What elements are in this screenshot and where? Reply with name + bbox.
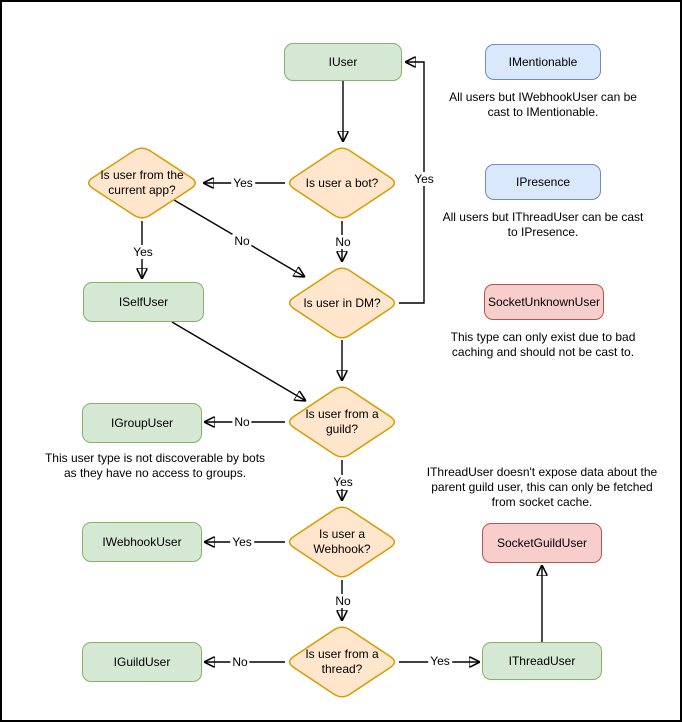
edge-label-bot-yes: Yes <box>231 176 255 190</box>
decision-is-user-from-thread-label: Is user from a thread? <box>305 647 379 676</box>
diamond-shape <box>87 147 197 219</box>
decision-is-user-in-dm: Is user in DM? <box>285 265 399 341</box>
node-iguilduser: IGuildUser <box>82 642 202 682</box>
edge-label-webhook-no: No <box>333 594 353 608</box>
edge-label-guild-yes: Yes <box>331 475 355 489</box>
note-igroupuser: This user type is not discoverable by bo… <box>44 451 266 480</box>
decision-is-user-from-thread: Is user from a thread? <box>285 624 399 700</box>
decision-is-user-a-bot: Is user a bot? <box>285 145 399 221</box>
node-imentionable: IMentionable <box>485 44 601 80</box>
diamond-shape <box>288 267 396 339</box>
node-ithreaduser-label: IThreadUser <box>508 653 576 668</box>
node-ithreaduser: IThreadUser <box>482 642 602 680</box>
decision-is-user-from-guild: Is user from a guild? <box>285 384 399 460</box>
edge-label-thread-no: No <box>230 655 250 669</box>
edge-label-current-app-yes: Yes <box>131 245 155 259</box>
edge-label-current-app-no: No <box>232 234 252 248</box>
note-socketunknownuser: This type can only exist due to bad cach… <box>450 330 636 359</box>
diamond-shape <box>288 147 396 219</box>
node-socketunknownuser: SocketUnknownUser <box>484 284 604 320</box>
node-iselfuser: ISelfUser <box>83 282 204 322</box>
node-iuser: IUser <box>284 43 402 81</box>
node-socketguilduser-label: SocketGuildUser <box>496 535 588 550</box>
decision-is-user-from-current-app-label: Is user from the current app? <box>100 168 184 197</box>
node-iwebhookuser-label: IWebhookUser <box>102 534 182 549</box>
decision-is-user-from-guild-label: Is user from a guild? <box>305 407 379 436</box>
edge-label-thread-yes: Yes <box>428 654 452 668</box>
edge-label-bot-no: No <box>333 235 353 249</box>
node-iuser-label: IUser <box>328 54 358 69</box>
diamond-shape <box>288 506 396 578</box>
note-imentionable: All users but IWebhookUser can be cast t… <box>449 90 637 119</box>
node-ipresence: IPresence <box>485 164 601 200</box>
node-ipresence-label: IPresence <box>515 174 571 189</box>
node-socketguilduser: SocketGuildUser <box>482 523 602 563</box>
node-iwebhookuser: IWebhookUser <box>82 522 202 562</box>
diamond-shape <box>288 386 396 458</box>
decision-is-user-a-bot-label: Is user a bot? <box>305 175 379 190</box>
node-igroupuser: IGroupUser <box>82 403 202 443</box>
node-imentionable-label: IMentionable <box>508 54 578 69</box>
edge-iselfuser-to-isguild <box>171 321 306 401</box>
node-iselfuser-label: ISelfUser <box>118 294 169 309</box>
decision-is-user-from-current-app: Is user from the current app? <box>84 145 200 221</box>
note-ipresence: All users but IThreadUser can be cast to… <box>442 210 644 239</box>
note-ithreaduser: IThreadUser doesn't expose data about th… <box>426 465 658 509</box>
node-socketunknownuser-label: SocketUnknownUser <box>487 294 601 309</box>
edge-label-dm-yes: Yes <box>412 172 436 186</box>
node-igroupuser-label: IGroupUser <box>110 415 174 430</box>
node-iguilduser-label: IGuildUser <box>113 654 171 669</box>
diamond-shape <box>288 626 396 698</box>
edge-label-webhook-yes: Yes <box>230 535 254 549</box>
edge-label-guild-no: No <box>232 415 252 429</box>
decision-is-user-a-webhook: Is user a Webhook? <box>285 504 399 580</box>
decision-is-user-in-dm-label: Is user in DM? <box>303 295 381 310</box>
decision-is-user-a-webhook-label: Is user a Webhook? <box>313 527 371 556</box>
